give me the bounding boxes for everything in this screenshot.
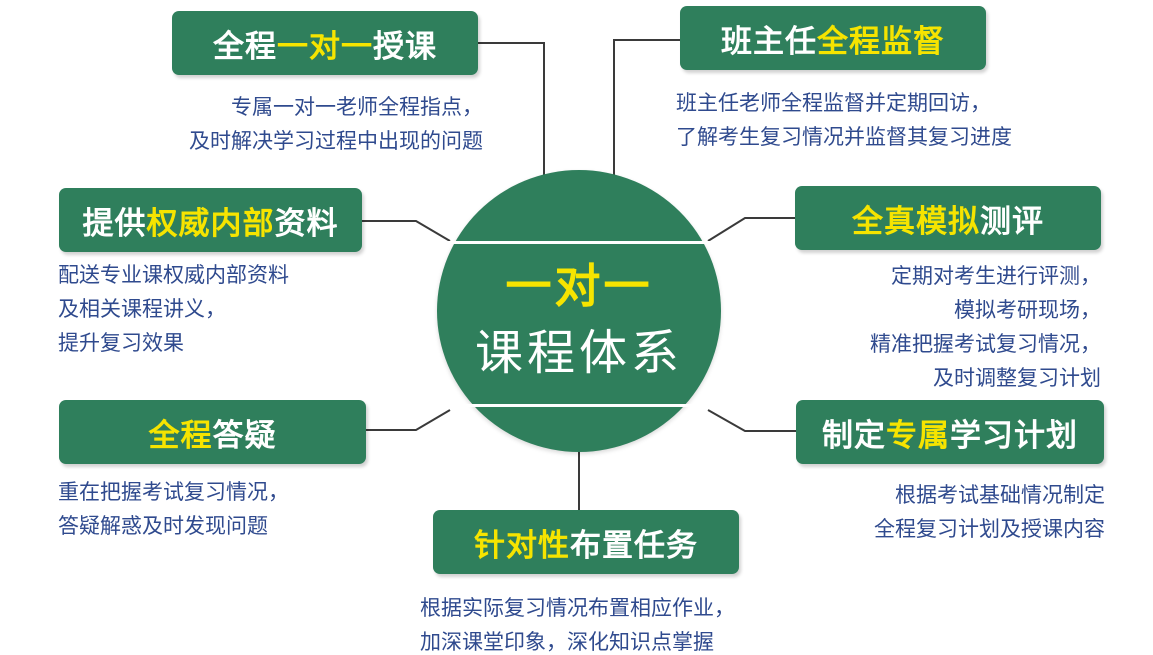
desc-one-on-one-line2: 及时解决学习过程中出现的问题 — [189, 129, 483, 153]
center-title-line2: 课程体系 — [474, 325, 683, 381]
box-assignments-part2: 布置任务 — [570, 527, 698, 564]
center-circle: 一对一 课程体系 — [437, 170, 721, 452]
desc-mock-test-line4: 及时调整复习计划 — [933, 366, 1101, 390]
desc-mock-test: 定期对考生进行评测， 模拟考研现场， 精准把握考试复习情况， 及时调整复习计划 — [870, 259, 1101, 395]
desc-supervision-line2: 了解考生复习情况并监督其复习进度 — [676, 125, 1012, 149]
desc-mock-test-line1: 定期对考生进行评测， — [891, 264, 1101, 288]
box-study-plan-highlight: 专属 — [886, 417, 950, 454]
box-one-on-one-part1: 全程 — [213, 28, 277, 65]
box-materials-part1: 提供 — [82, 205, 147, 242]
box-one-on-one-highlight: 一对一 — [277, 28, 373, 65]
box-qa-part2: 答疑 — [212, 417, 277, 454]
box-study-plan-part1: 制定 — [822, 417, 886, 454]
desc-supervision-line1: 班主任老师全程监督并定期回访， — [676, 91, 991, 115]
desc-one-on-one-line1: 专属一对一老师全程指点， — [231, 95, 483, 119]
desc-qa: 重在把握考试复习情况， 答疑解惑及时发现问题 — [58, 475, 289, 543]
desc-study-plan-line1: 根据考试基础情况制定 — [895, 483, 1105, 507]
box-assignments: 针对性布置任务 — [433, 510, 739, 574]
connector-supervision — [613, 39, 680, 176]
desc-qa-line2: 答疑解惑及时发现问题 — [58, 514, 268, 538]
center-divider-bottom — [437, 404, 721, 407]
box-mock-test-highlight: 全真模拟 — [852, 203, 980, 240]
box-supervision-highlight: 全程监督 — [817, 23, 945, 60]
box-supervision: 班主任全程监督 — [680, 6, 986, 70]
box-study-plan-part3: 学习计划 — [950, 417, 1078, 454]
desc-mock-test-line2: 模拟考研现场， — [954, 298, 1101, 322]
desc-one-on-one: 专属一对一老师全程指点， 及时解决学习过程中出现的问题 — [189, 90, 483, 158]
desc-mock-test-line3: 精准把握考试复习情况， — [870, 332, 1101, 356]
box-qa: 全程答疑 — [59, 400, 366, 464]
desc-assignments-line1: 根据实际复习情况布置相应作业， — [420, 596, 735, 620]
connector-materials — [362, 220, 451, 242]
box-materials-highlight: 权威内部 — [146, 205, 275, 242]
box-one-on-one-part3: 授课 — [373, 28, 437, 65]
desc-study-plan: 根据考试基础情况制定 全程复习计划及授课内容 — [874, 478, 1105, 546]
center-divider-top — [437, 241, 721, 244]
box-assignments-highlight: 针对性 — [474, 527, 570, 564]
box-mock-test: 全真模拟测评 — [795, 186, 1101, 250]
desc-assignments-line2: 加深课堂印象，深化知识点掌握 — [420, 630, 714, 654]
box-supervision-part1: 班主任 — [721, 23, 817, 60]
connector-study-plan — [707, 409, 796, 432]
desc-materials-line3: 提升复习效果 — [58, 331, 184, 355]
box-mock-test-part2: 测评 — [980, 203, 1044, 240]
center-title-line1: 一对一 — [505, 259, 653, 313]
desc-supervision: 班主任老师全程监督并定期回访， 了解考生复习情况并监督其复习进度 — [676, 86, 1012, 154]
box-study-plan: 制定专属学习计划 — [796, 400, 1104, 464]
box-qa-highlight: 全程 — [148, 417, 213, 454]
box-one-on-one: 全程一对一授课 — [172, 11, 478, 75]
desc-assignments: 根据实际复习情况布置相应作业， 加深课堂印象，深化知识点掌握 — [420, 591, 735, 655]
desc-materials-line2: 及相关课程讲义， — [58, 297, 226, 321]
desc-qa-line1: 重在把握考试复习情况， — [58, 480, 289, 504]
connector-qa — [366, 409, 451, 431]
box-materials: 提供权威内部资料 — [59, 188, 362, 252]
desc-materials-line1: 配送专业课权威内部资料 — [58, 263, 289, 287]
desc-materials: 配送专业课权威内部资料 及相关课程讲义， 提升复习效果 — [58, 258, 289, 360]
box-materials-part3: 资料 — [274, 205, 339, 242]
desc-study-plan-line2: 全程复习计划及授课内容 — [874, 517, 1105, 541]
connector-one-on-one — [478, 42, 545, 176]
connector-mock-test — [707, 217, 795, 242]
